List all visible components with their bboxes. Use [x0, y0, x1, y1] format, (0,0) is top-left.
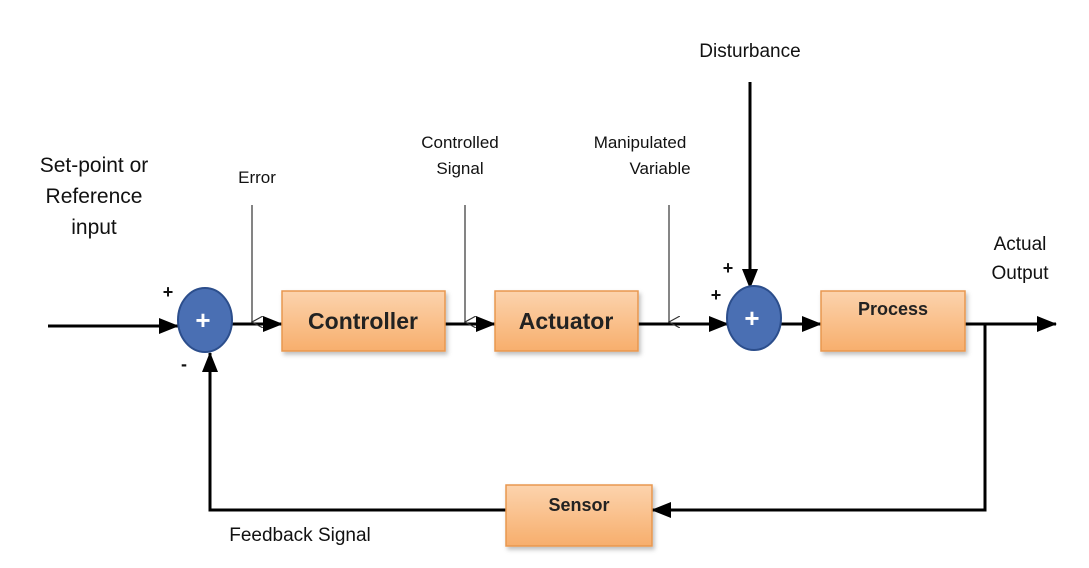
- junction1-input-sign: +: [163, 282, 174, 302]
- setpoint-label-line1: Set-point or: [40, 154, 149, 177]
- setpoint-label-line3: input: [71, 216, 117, 239]
- junction2-disturbance-sign: +: [723, 258, 734, 278]
- error-label: Error: [238, 168, 276, 187]
- junction1-feedback-sign: -: [181, 354, 187, 374]
- summing-junction-2: +: [726, 285, 782, 351]
- junction2-input-sign: +: [711, 285, 722, 305]
- actual-output-label-line2: Output: [991, 263, 1049, 284]
- controller-label: Controller: [308, 308, 418, 334]
- setpoint-label-line2: Reference: [46, 185, 143, 208]
- actual-output-label: Actual Output: [991, 234, 1049, 284]
- sensor-label: Sensor: [548, 495, 609, 515]
- controlled-signal-label-line1: Controlled: [421, 133, 499, 152]
- feedback-signal-label: Feedback Signal: [229, 525, 371, 546]
- setpoint-label: Set-point or Reference input: [40, 154, 149, 239]
- process-label: Process: [858, 299, 928, 319]
- actual-output-label-line1: Actual: [994, 234, 1047, 255]
- actuator-block: Actuator: [494, 290, 639, 352]
- manipulated-variable-label: Manipulated Variable: [594, 133, 691, 178]
- feedback-path-to-junction1: [202, 352, 506, 512]
- controlled-signal-label-line2: Signal: [436, 159, 483, 178]
- summing-junction-2-symbol: +: [744, 303, 759, 333]
- sensor-block: Sensor: [505, 484, 653, 547]
- controller-block: Controller: [281, 290, 446, 352]
- process-block: Process: [820, 290, 966, 352]
- disturbance-label: Disturbance: [699, 41, 800, 62]
- summing-junction-1: +: [177, 287, 233, 353]
- manipulated-variable-label-line1: Manipulated: [594, 133, 687, 152]
- manipulated-variable-label-line2: Variable: [629, 159, 690, 178]
- controlled-signal-label: Controlled Signal: [421, 133, 499, 178]
- summing-junction-1-symbol: +: [195, 305, 210, 335]
- actuator-label: Actuator: [519, 308, 614, 334]
- feedback-path-to-sensor: [651, 324, 987, 518]
